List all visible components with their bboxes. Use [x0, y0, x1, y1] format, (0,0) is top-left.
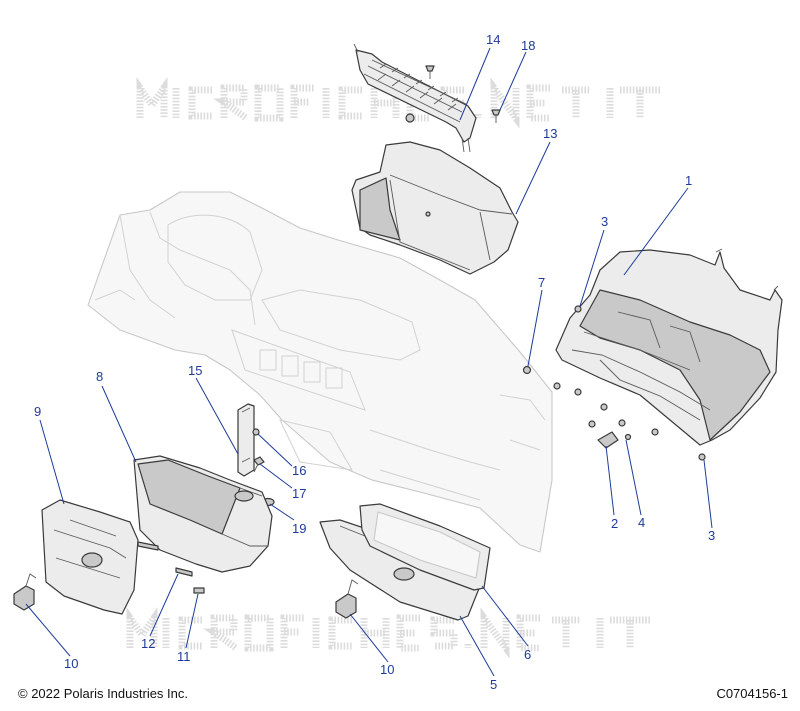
callout-14: 14 — [486, 32, 500, 47]
leader-lines — [25, 47, 713, 677]
callout-10-right: 10 — [380, 662, 394, 677]
callout-1: 1 — [685, 173, 692, 188]
latch-10-left — [13, 573, 37, 611]
dashboard-ghost — [87, 191, 553, 553]
part-6-frame — [359, 503, 491, 591]
watermark-logo-bottom — [126, 606, 650, 659]
callout-13: 13 — [543, 126, 557, 141]
callout-11: 11 — [177, 649, 191, 664]
drawing-id-text: C0704156-1 — [716, 686, 788, 701]
callout-9: 9 — [34, 404, 41, 419]
part-15-bracket — [237, 403, 255, 477]
callout-3-upper: 3 — [601, 214, 608, 229]
watermark-logo-top — [136, 76, 660, 129]
callout-numbers: 14 18 13 1 3 7 8 15 9 16 17 19 2 4 3 12 … — [34, 32, 715, 692]
latch-10-right — [335, 579, 359, 619]
part-13-storage-bin — [351, 141, 519, 275]
callout-7: 7 — [538, 275, 545, 290]
fasteners-3-7 — [522, 305, 706, 461]
callout-15: 15 — [188, 363, 202, 378]
callout-12: 12 — [141, 636, 155, 651]
callout-19: 19 — [292, 521, 306, 536]
part-1-glovebox-compartment — [555, 248, 783, 446]
callout-4: 4 — [638, 515, 645, 530]
part-8-glovebox-tub — [133, 455, 273, 573]
part-14-net-panel — [353, 43, 477, 153]
fastener-18 — [425, 65, 501, 123]
part-9-door — [41, 499, 139, 615]
callout-10-left: 10 — [64, 656, 78, 671]
callout-2: 2 — [611, 516, 618, 531]
pins-11-12 — [137, 541, 205, 594]
callout-17: 17 — [292, 486, 306, 501]
callout-5: 5 — [490, 677, 497, 692]
copyright-text: © 2022 Polaris Industries Inc. — [18, 686, 188, 701]
callout-16: 16 — [292, 463, 306, 478]
callout-3-lower: 3 — [708, 528, 715, 543]
callout-18: 18 — [521, 38, 535, 53]
callout-8: 8 — [96, 369, 103, 384]
callout-6: 6 — [524, 647, 531, 662]
